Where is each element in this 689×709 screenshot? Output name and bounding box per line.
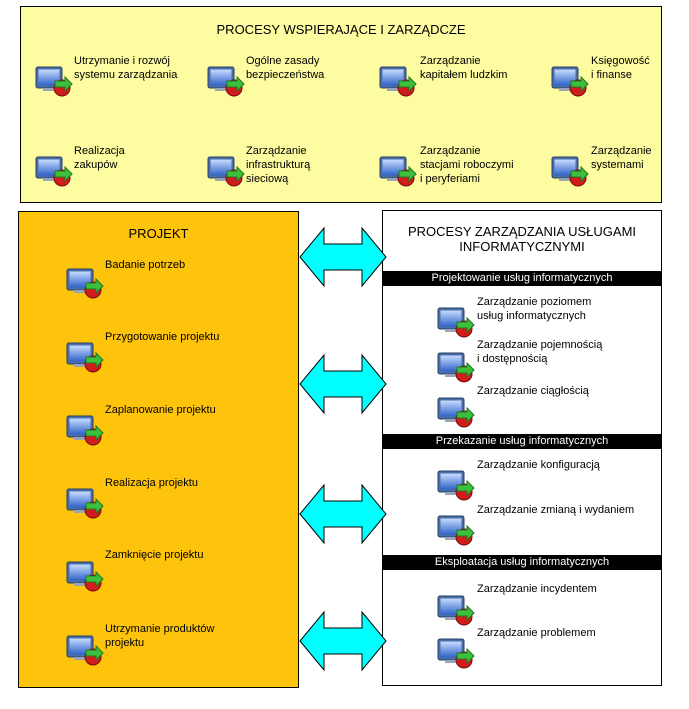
process-icon: [66, 559, 104, 593]
section-header-transition: Przekazanie usług informatycznych: [382, 434, 662, 449]
service-item-label: Zarządzanie problemem: [477, 627, 596, 639]
service-item-label: Zarządzanie ciągłością: [477, 385, 589, 397]
process-icon: [207, 64, 245, 98]
process-icon: [437, 513, 475, 547]
project-box: PROJEKT: [18, 211, 299, 688]
double-arrow: [298, 349, 388, 419]
project-item-label: Realizacja projektu: [105, 477, 198, 489]
double-arrow: [298, 606, 388, 676]
process-icon: [437, 593, 475, 627]
project-title: PROJEKT: [128, 226, 189, 241]
process-icon: [437, 636, 475, 670]
support-item-label: Zarządzanie stacjami roboczymi i peryfer…: [420, 145, 514, 185]
process-icon: [35, 154, 73, 188]
process-icon: [207, 154, 245, 188]
service-management-title: PROCESY ZARZĄDZANIA USŁUGAMI INFORMATYCZ…: [407, 224, 637, 254]
process-icon: [66, 413, 104, 447]
process-icon: [437, 305, 475, 339]
support-processes-title: PROCESY WSPIERAJĄCE I ZARZĄDCZE: [216, 22, 466, 37]
service-item-label: Zarządzanie zmianą i wydaniem: [477, 504, 635, 516]
process-icon: [66, 266, 104, 300]
process-icon: [551, 154, 589, 188]
process-icon: [437, 395, 475, 429]
process-icon: [437, 468, 475, 502]
service-item-label: Zarządzanie konfiguracją: [477, 459, 600, 471]
project-item-label: Utrzymanie produktów projektu: [105, 623, 215, 649]
service-item-label: Zarządzanie poziomem usług informatyczny…: [477, 296, 592, 322]
support-item-label: Księgowość i finanse: [591, 55, 650, 81]
process-icon: [66, 486, 104, 520]
service-item-label: Zarządzanie pojemnością i dostępnością: [477, 339, 603, 365]
support-item-label: Ogólne zasady bezpieczeństwa: [246, 55, 325, 81]
project-item-label: Przygotowanie projektu: [105, 331, 220, 343]
section-header-design: Projektowanie usług informatycznych: [382, 271, 662, 286]
process-icon: [379, 64, 417, 98]
process-icon: [66, 340, 104, 374]
section-header-operation: Eksploatacja usług informatycznych: [382, 555, 662, 570]
support-item-label: Utrzymanie i rozwój systemu zarządzania: [74, 55, 178, 81]
support-item-label: Zarządzanie infrastrukturą sieciową: [246, 145, 311, 185]
process-icon: [551, 64, 589, 98]
project-item-label: Zamknięcie projektu: [105, 549, 204, 561]
project-item-label: Badanie potrzeb: [105, 259, 186, 271]
double-arrow: [298, 479, 388, 549]
support-item-label: Zarządzanie kapitałem ludzkim: [420, 55, 508, 81]
process-icon: [66, 633, 104, 667]
support-processes-box: PROCESY WSPIERAJĄCE I ZARZĄDCZE: [20, 6, 662, 203]
process-icon: [35, 64, 73, 98]
service-item-label: Zarządzanie incydentem: [477, 583, 597, 595]
support-item-label: Zarządzanie systemami: [591, 145, 652, 171]
support-item-label: Realizacja zakupów: [74, 145, 125, 171]
project-item-label: Zaplanowanie projektu: [105, 404, 216, 416]
double-arrow: [298, 222, 388, 292]
process-icon: [379, 154, 417, 188]
process-icon: [437, 350, 475, 384]
